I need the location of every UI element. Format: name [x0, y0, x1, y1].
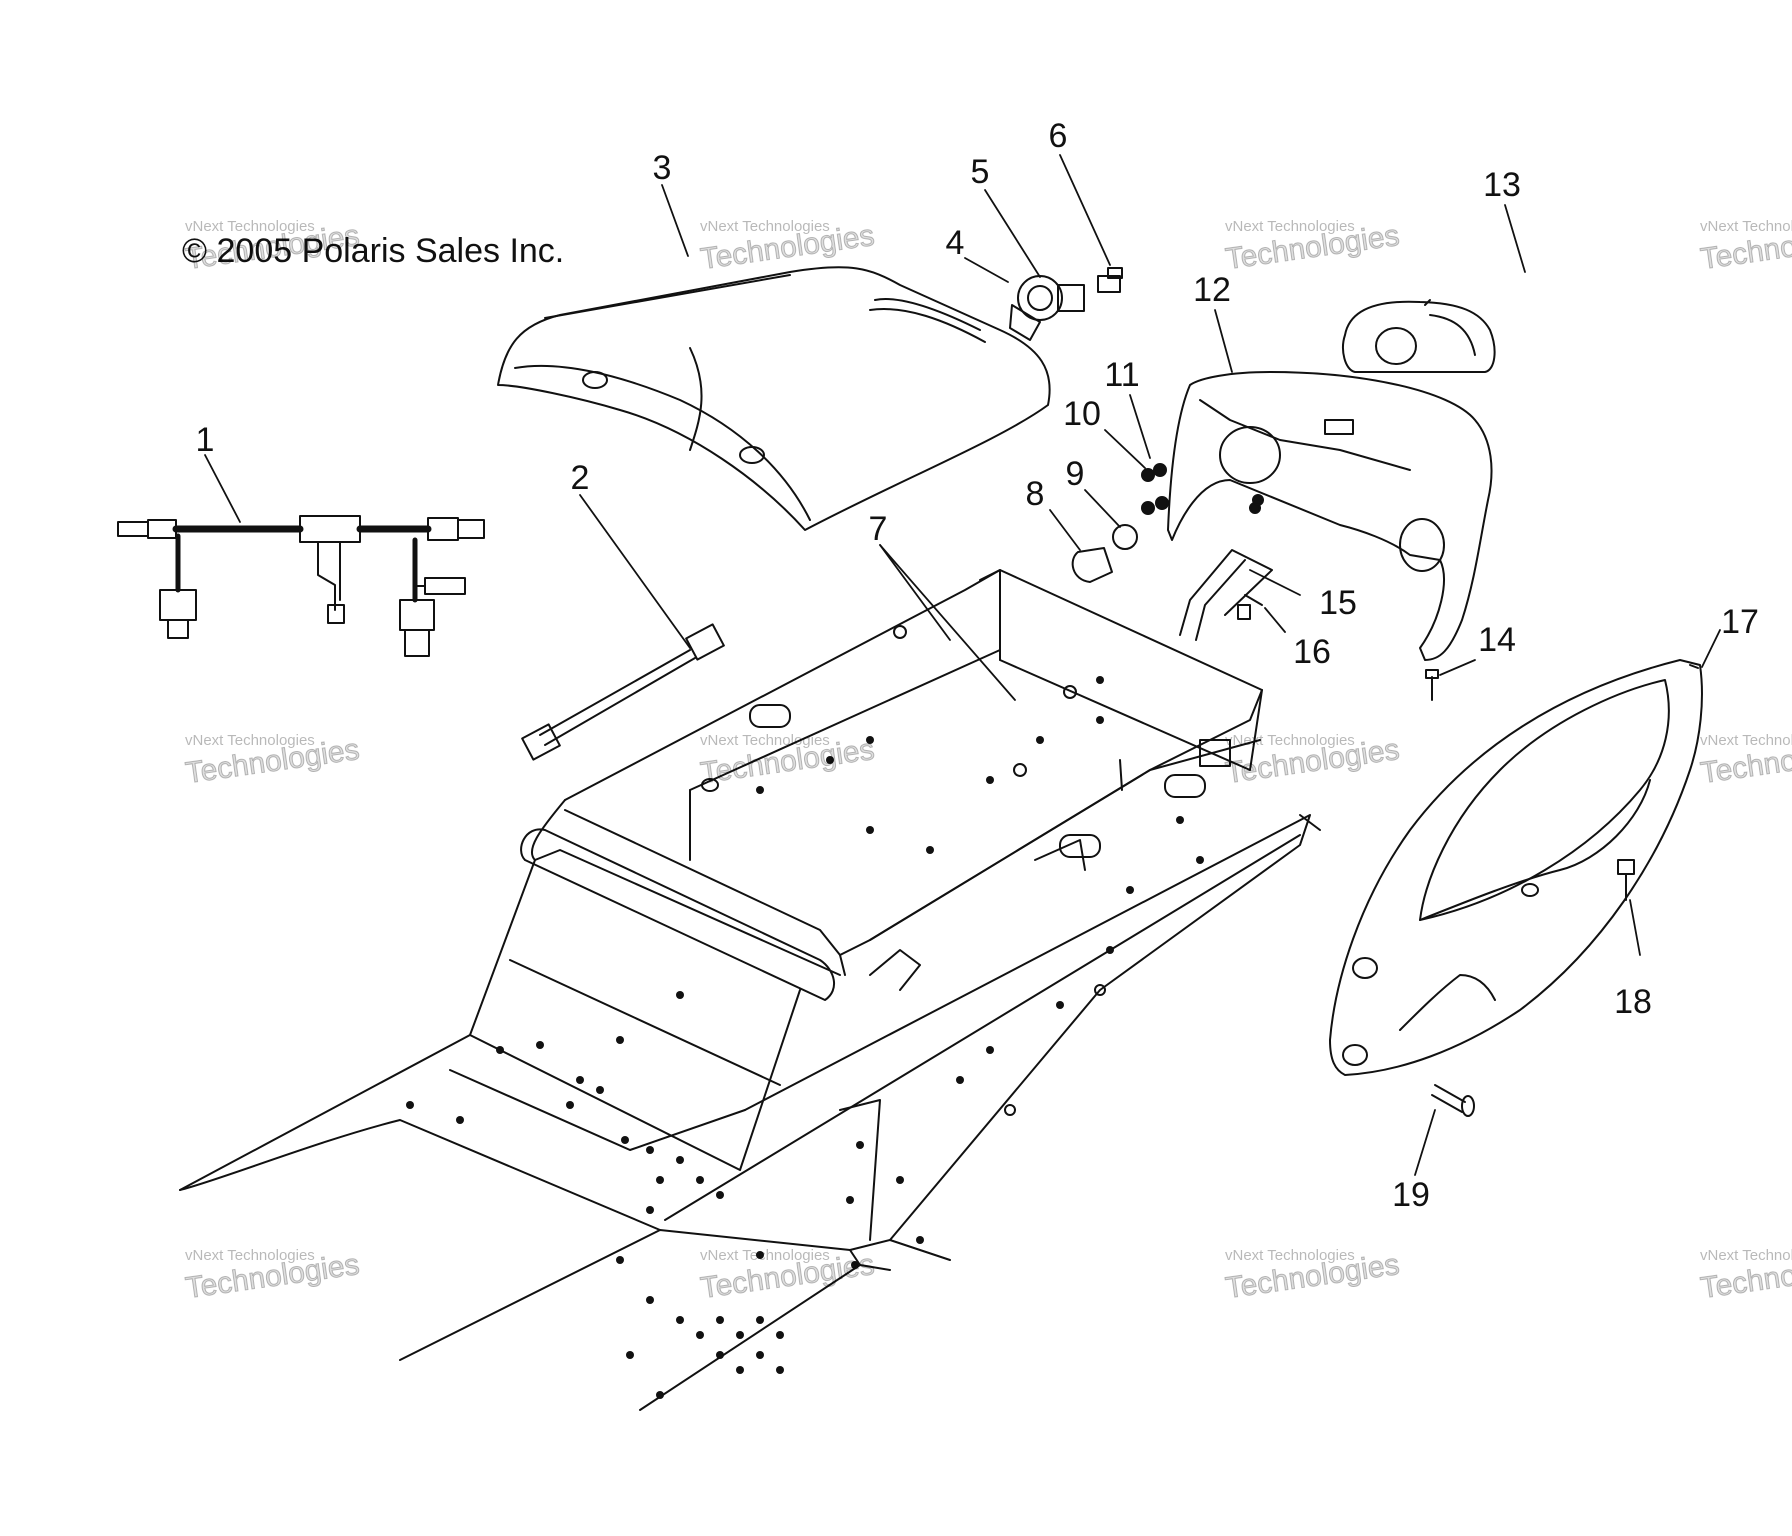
callout-13: 13 — [1483, 166, 1521, 204]
callout-19: 19 — [1392, 1176, 1430, 1214]
callout-10: 10 — [1063, 395, 1101, 433]
callout-18: 18 — [1614, 983, 1652, 1021]
callout-5: 5 — [970, 153, 990, 191]
side-panel-part — [1329, 659, 1703, 1076]
rivet-and-bolt-parts — [1431, 859, 1635, 1117]
callout-14: 14 — [1478, 621, 1516, 659]
callout-17: 17 — [1721, 603, 1759, 641]
cable-part — [521, 623, 725, 761]
taillight-lens-part — [1342, 299, 1496, 373]
callout-8: 8 — [1025, 475, 1045, 513]
callout-16: 16 — [1293, 633, 1331, 671]
callout-2: 2 — [570, 459, 590, 497]
callout-11: 11 — [1104, 356, 1140, 394]
callout-12: 12 — [1193, 271, 1231, 309]
taillight-housing-part — [1167, 371, 1493, 661]
lock-latch-parts — [1009, 267, 1123, 341]
tunnel-frame-part — [179, 569, 1321, 1411]
copyright-notice: © 2005 Polaris Sales Inc. — [182, 232, 565, 270]
callout-4: 4 — [945, 224, 965, 262]
callout-9: 9 — [1065, 455, 1085, 493]
callout-leader-lines — [204, 154, 1721, 1176]
storage-lid-part — [497, 266, 1051, 531]
tunnel-holes — [406, 676, 1204, 1399]
bracket-and-screw-parts — [1179, 549, 1439, 701]
bulb-and-nut-parts — [1071, 463, 1264, 583]
callout-6: 6 — [1048, 117, 1068, 155]
callout-15: 15 — [1319, 584, 1357, 622]
callout-7: 7 — [868, 510, 888, 548]
callout-1: 1 — [195, 421, 215, 459]
wiring-harness-part — [117, 515, 485, 657]
callout-3: 3 — [652, 149, 672, 187]
